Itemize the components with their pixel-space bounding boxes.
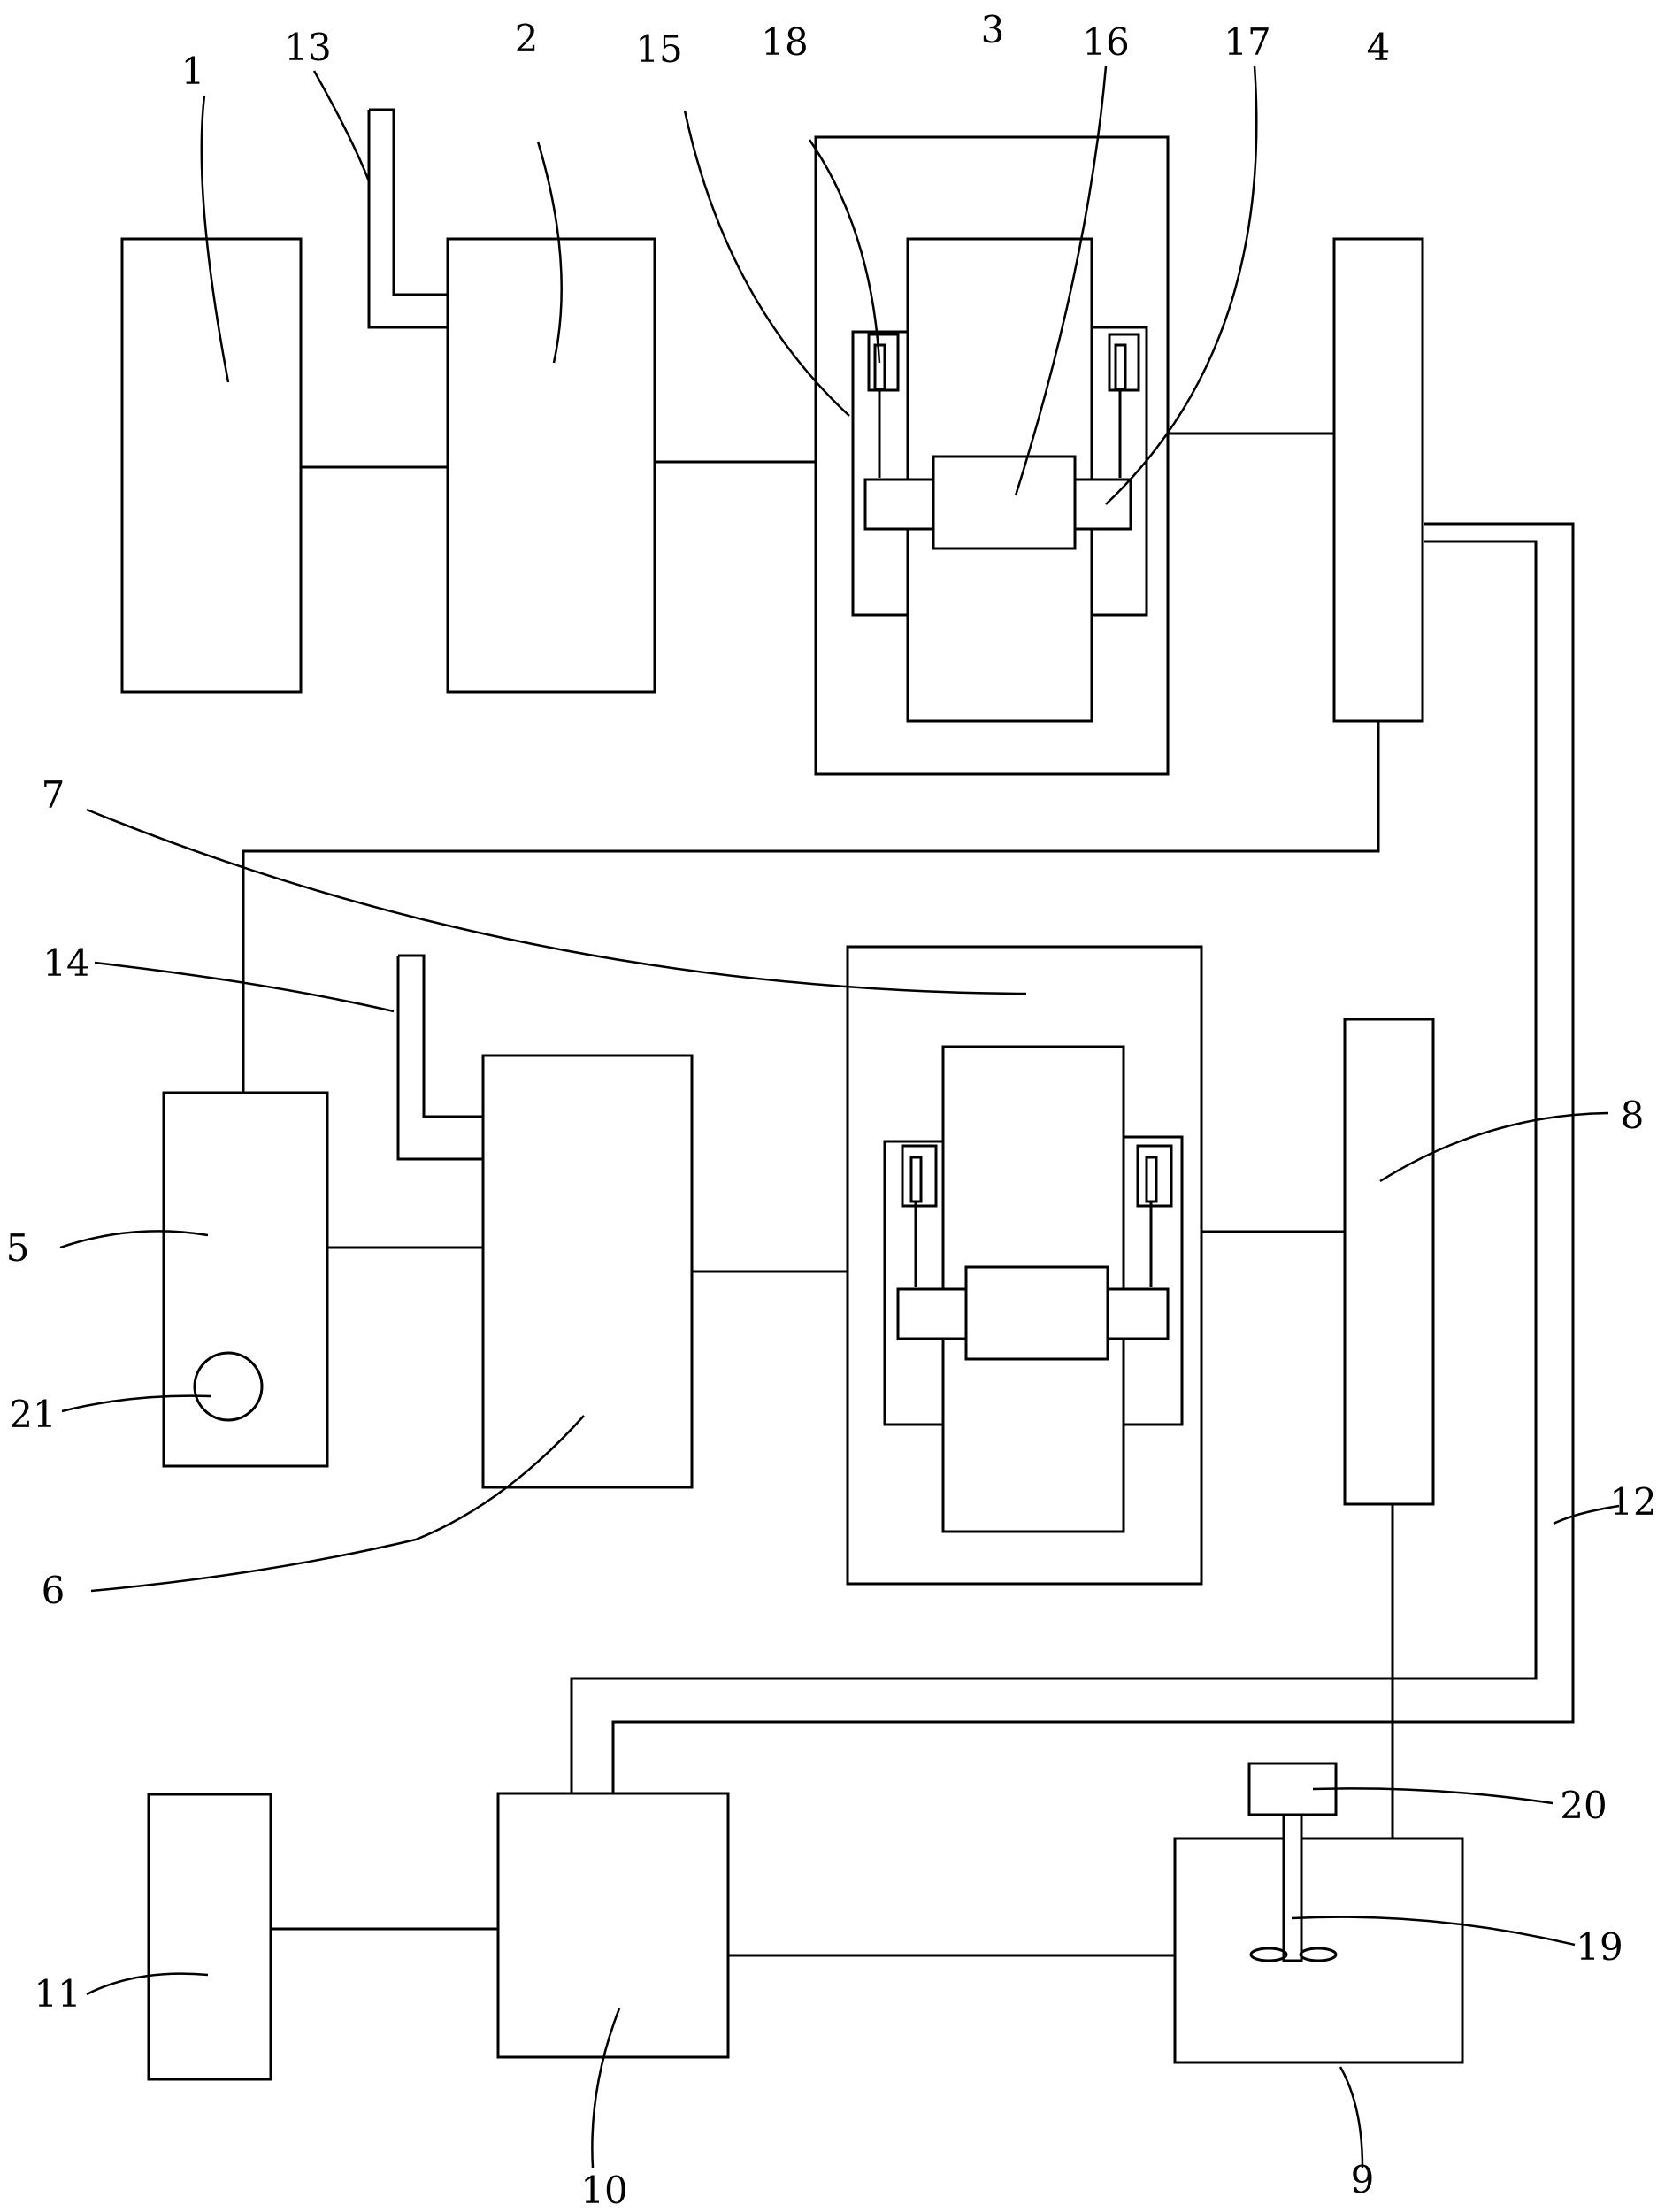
unit-9-box (1173, 1837, 1464, 2064)
leader-15 (683, 110, 850, 417)
leader-7 (86, 808, 1027, 995)
label-1: 1 (181, 50, 205, 93)
label-5: 5 (6, 1226, 30, 1270)
leader-5 (59, 1230, 209, 1249)
unit-11-box (147, 1793, 272, 2081)
line-4-to-5 (242, 721, 1380, 1093)
stirrer-shaft-19 (1282, 1813, 1303, 1962)
unit-5-box (162, 1091, 329, 1468)
leader-16 (1014, 65, 1108, 496)
unit-2-box (446, 237, 656, 694)
label-12: 12 (1609, 1480, 1656, 1524)
pipe-12-outer (611, 522, 1575, 1793)
label-3: 3 (981, 8, 1005, 51)
connection-lines (242, 432, 1575, 1957)
label-11: 11 (34, 1972, 81, 2016)
label-8: 8 (1621, 1094, 1645, 1137)
unit-7-left-holder (901, 1144, 938, 1208)
label-18: 18 (761, 20, 808, 64)
leader-11 (86, 1972, 209, 1996)
label-6: 6 (42, 1569, 65, 1612)
leader-2 (536, 141, 563, 364)
unit-3-center-block (932, 455, 1077, 550)
leader-12 (1553, 1504, 1620, 1525)
label-10: 10 (580, 2169, 627, 2212)
label-15: 15 (635, 27, 682, 71)
label-7: 7 (42, 773, 65, 817)
unit-10-box (496, 1792, 730, 2059)
unit-8-box (1343, 1018, 1435, 1506)
unit-7-right-holder (1136, 1144, 1173, 1208)
unit-4-box (1332, 237, 1424, 723)
leader-6 (90, 1415, 585, 1593)
unit-6-box (481, 1054, 694, 1489)
leader-9 (1339, 2066, 1364, 2169)
pipe-12-inner (570, 540, 1538, 1793)
leader-14 (94, 961, 395, 1013)
leader-10 (591, 2008, 621, 2169)
leader-8 (1379, 1111, 1609, 1183)
label-17: 17 (1224, 20, 1270, 64)
label-20: 20 (1560, 1784, 1607, 1827)
leader-17 (1105, 65, 1258, 505)
leader-21 (61, 1394, 211, 1413)
label-19: 19 (1576, 1925, 1623, 1969)
unit-7-right-bracket (1122, 1135, 1184, 1426)
label-16: 16 (1082, 20, 1129, 64)
leader-20 (1312, 1787, 1554, 1805)
label-2: 2 (515, 17, 539, 60)
unit-1-box (120, 237, 303, 694)
reference-numerals: 1 13 2 15 18 3 16 17 4 7 14 5 8 21 12 6 … (6, 8, 1657, 2212)
inlet-pipe-13 (367, 108, 449, 329)
leader-18 (808, 139, 881, 364)
inlet-pipe-14 (396, 954, 485, 1161)
stirrer-blade-left (1249, 1947, 1288, 1962)
label-14: 14 (42, 941, 89, 985)
leader-13 (312, 70, 371, 182)
leader-1 (200, 95, 230, 383)
unit-7-assembly (846, 945, 1203, 1586)
label-21: 21 (9, 1393, 56, 1436)
label-4: 4 (1367, 26, 1391, 69)
unit-3-assembly (814, 135, 1170, 776)
unit-7-left-bracket (883, 1140, 945, 1426)
label-13: 13 (284, 26, 331, 69)
label-9: 9 (1351, 2158, 1375, 2201)
leader-lines (59, 65, 1620, 2169)
stirrer-blade-right (1299, 1947, 1338, 1962)
unit-7-center-block (964, 1265, 1109, 1361)
unit-21-circle (193, 1351, 264, 1422)
leader-19 (1291, 1916, 1576, 1947)
